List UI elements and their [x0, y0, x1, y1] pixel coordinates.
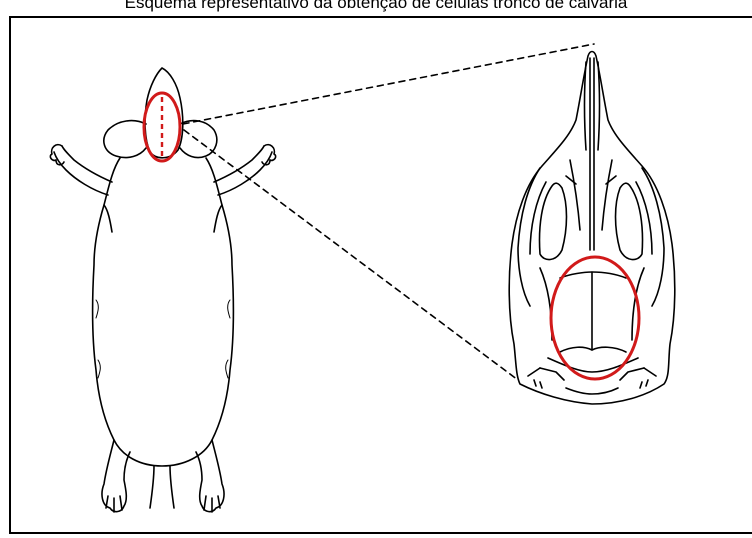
calvaria-highlight — [551, 257, 639, 379]
skull-nasal — [590, 58, 594, 250]
mouse-left-hind-leg — [102, 440, 130, 512]
mouse-right-arm — [218, 152, 272, 195]
skull-left-orbit — [540, 183, 567, 259]
mouse-body — [93, 158, 234, 466]
skull-left-zygoma — [518, 168, 540, 306]
skull-figure — [509, 52, 675, 405]
skull-right-zygoma — [642, 168, 664, 306]
mouse-left-ear — [104, 121, 146, 158]
mouse-right-paw — [262, 145, 276, 165]
skull-parietal — [560, 272, 626, 278]
connector-top — [183, 44, 594, 124]
zoom-connectors — [183, 44, 594, 380]
mouse-left-arm — [54, 152, 108, 195]
mouse-right-hind-leg — [196, 440, 224, 512]
mouse-left-paw — [50, 145, 64, 165]
connector-bottom — [184, 130, 518, 380]
mouse-tail — [150, 466, 174, 508]
mouse-right-ear — [180, 121, 217, 158]
skull-right-orbit — [616, 183, 643, 259]
